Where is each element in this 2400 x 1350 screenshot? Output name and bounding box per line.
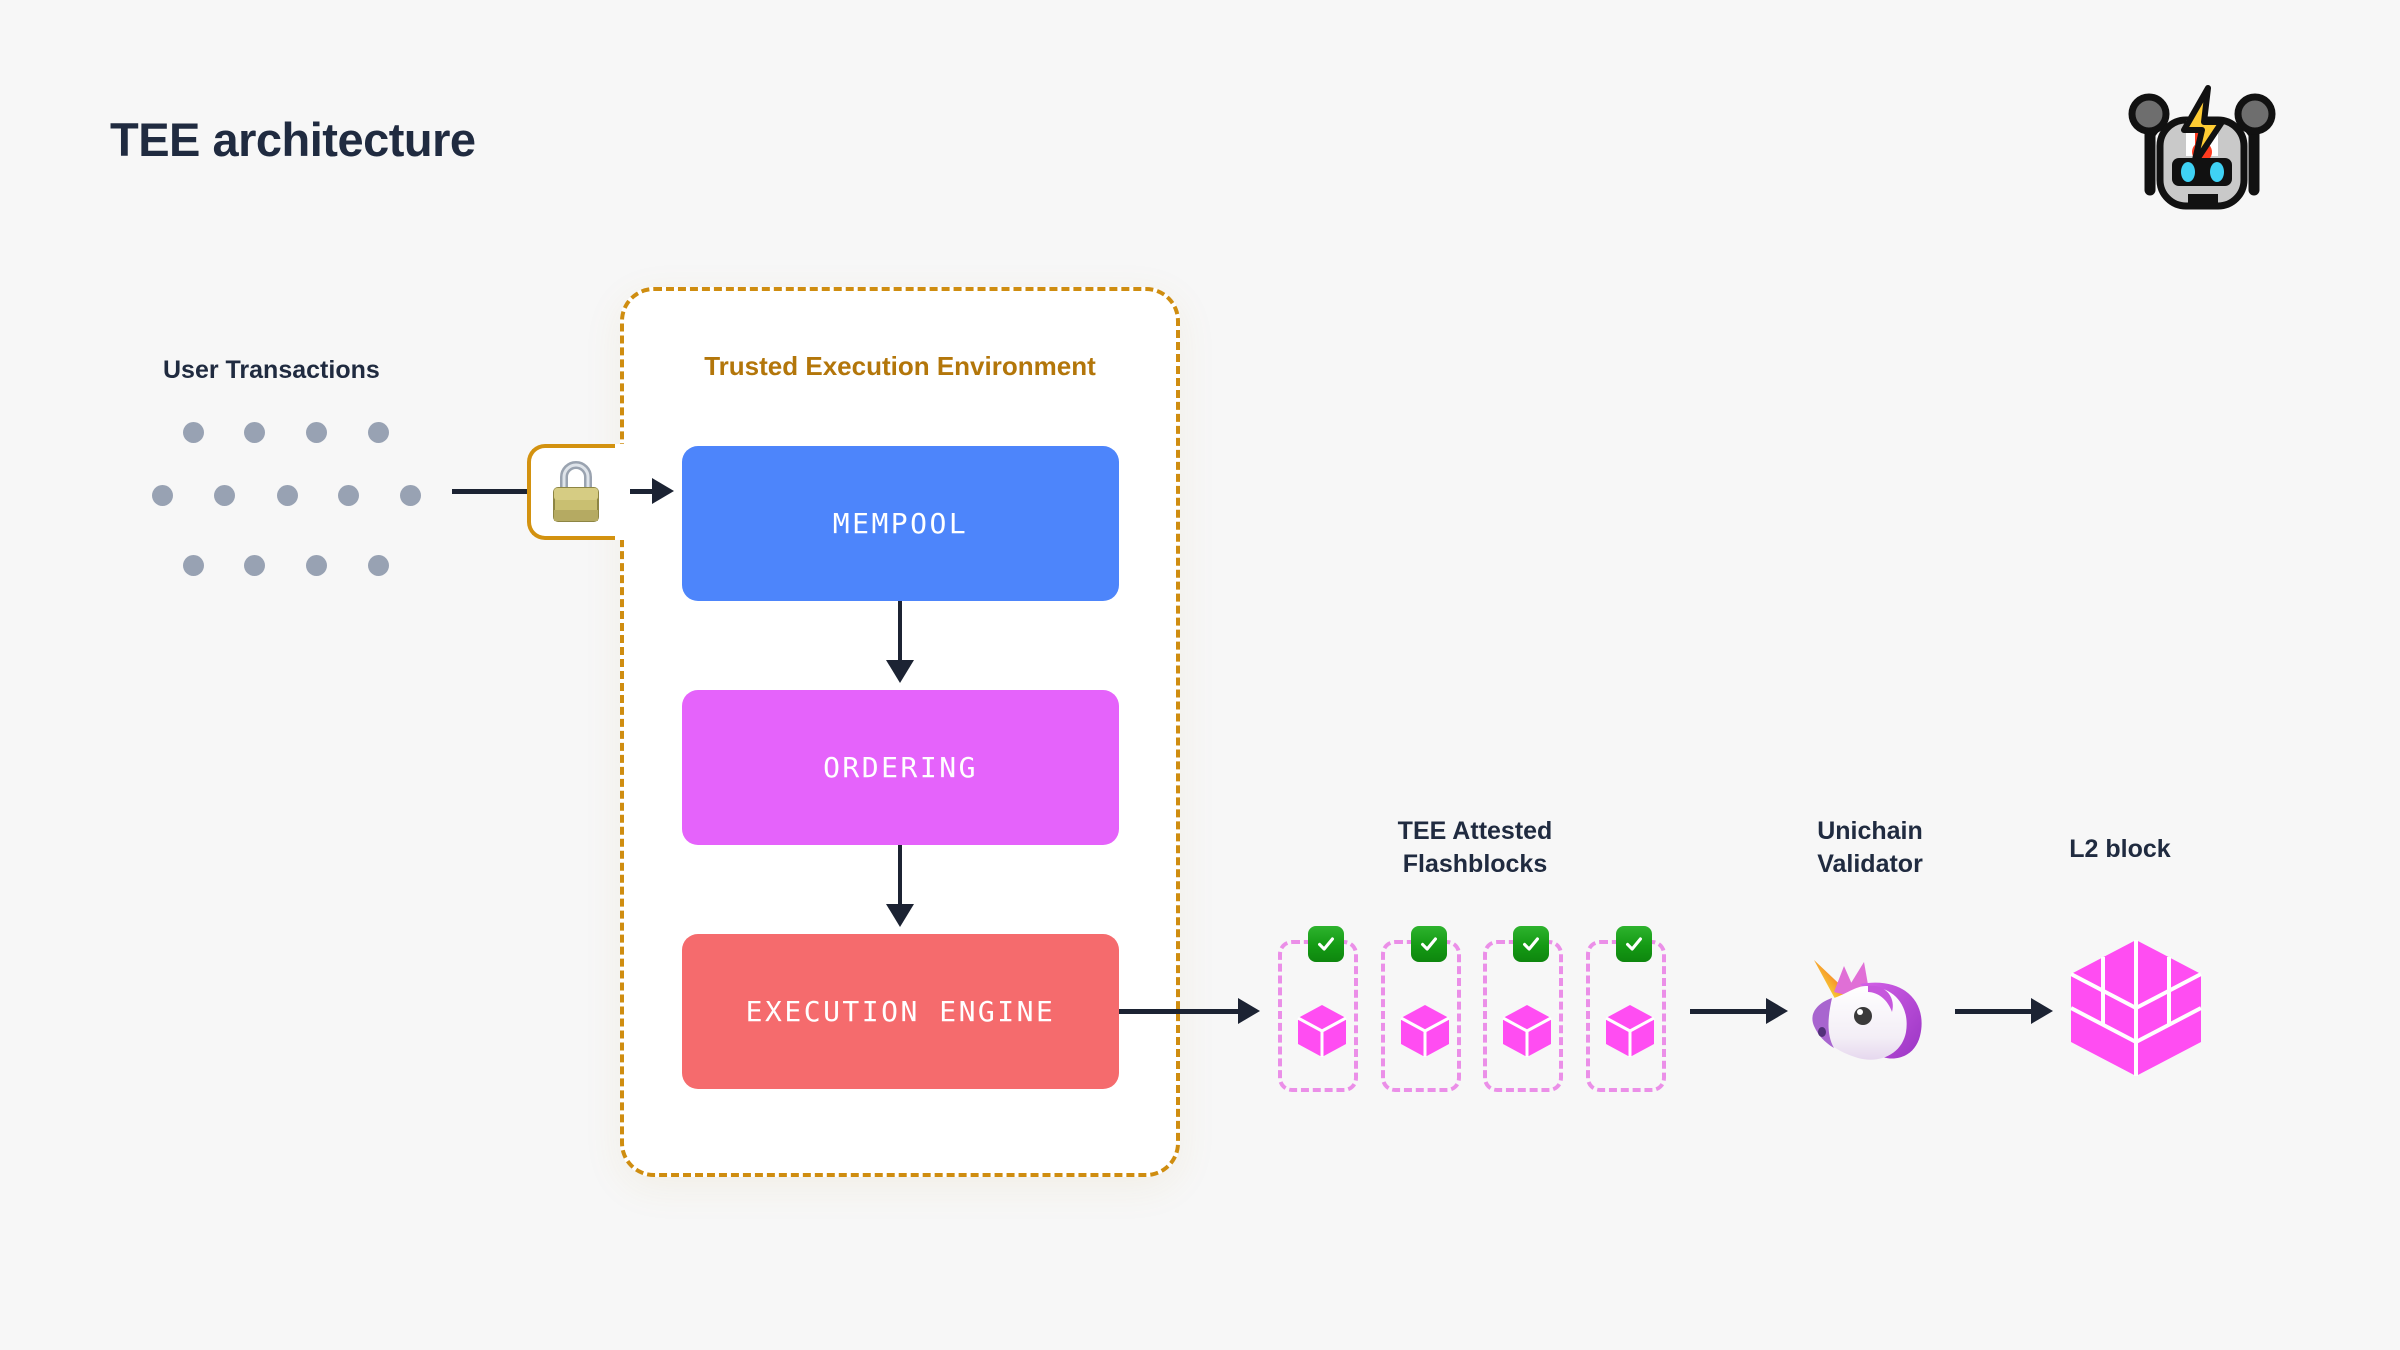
flashblock-item[interactable] bbox=[1586, 926, 1666, 1092]
validator-label-line2: Validator bbox=[1817, 850, 1923, 878]
flashblock-cube-icon bbox=[1294, 1000, 1350, 1058]
isometric-cube-icon bbox=[2065, 938, 2207, 1078]
flashblocks-to-validator-arrowhead bbox=[1766, 998, 1788, 1024]
page-title: TEE architecture bbox=[110, 113, 476, 166]
green-check-badge-icon bbox=[1308, 926, 1344, 962]
ordering-to-execution-line bbox=[898, 845, 902, 909]
user-transactions-label: User Transactions bbox=[163, 356, 380, 384]
flashblocks-label-line1: TEE Attested bbox=[1397, 817, 1553, 845]
tee-lock-notch-cover bbox=[615, 444, 629, 540]
padlock-icon bbox=[540, 455, 612, 529]
stage-execution-engine-label: EXECUTION ENGINE bbox=[745, 995, 1056, 1028]
tee-title: Trusted Execution Environment bbox=[704, 351, 1096, 381]
stage-ordering[interactable]: ORDERING bbox=[682, 690, 1119, 845]
robot-lightning-icon bbox=[2122, 72, 2282, 212]
flashblock-item[interactable] bbox=[1381, 926, 1461, 1092]
mempool-to-ordering-line bbox=[898, 601, 902, 665]
flashblocks-label-line2: Flashblocks bbox=[1402, 850, 1548, 878]
flashblocks-label: TEE Attested Flashblocks bbox=[1330, 815, 1620, 881]
execution-to-flashblocks-line bbox=[1119, 1009, 1244, 1014]
stage-execution-engine[interactable]: EXECUTION ENGINE bbox=[682, 934, 1119, 1089]
user-transactions-dots bbox=[150, 415, 450, 595]
stage-ordering-label: ORDERING bbox=[823, 751, 978, 784]
ordering-to-execution-arrowhead bbox=[886, 904, 914, 927]
l2-block-label: L2 block bbox=[2069, 835, 2171, 863]
execution-to-flashblocks-arrowhead bbox=[1238, 998, 1260, 1024]
flashblock-cube-icon bbox=[1499, 1000, 1555, 1058]
stage-mempool[interactable]: MEMPOOL bbox=[682, 446, 1119, 601]
unicorn-icon bbox=[1800, 940, 1940, 1070]
green-check-badge-icon bbox=[1616, 926, 1652, 962]
flashblock-item[interactable] bbox=[1483, 926, 1563, 1092]
tx-to-lock-line bbox=[452, 489, 530, 494]
stage-mempool-label: MEMPOOL bbox=[832, 507, 969, 540]
flashblock-cube-icon bbox=[1602, 1000, 1658, 1058]
validator-to-l2-line bbox=[1955, 1009, 2037, 1014]
validator-label-line1: Unichain bbox=[1817, 817, 1923, 845]
green-check-badge-icon bbox=[1513, 926, 1549, 962]
lock-to-mempool-line bbox=[630, 489, 660, 494]
flashblock-item[interactable] bbox=[1278, 926, 1358, 1092]
validator-to-l2-arrowhead bbox=[2031, 998, 2053, 1024]
validator-label: Unichain Validator bbox=[1755, 815, 1985, 881]
flashblocks-row bbox=[1278, 926, 1668, 1100]
flashblocks-to-validator-line bbox=[1690, 1009, 1772, 1014]
flashblock-cube-icon bbox=[1397, 1000, 1453, 1058]
green-check-badge-icon bbox=[1411, 926, 1447, 962]
mempool-to-ordering-arrowhead bbox=[886, 660, 914, 683]
lock-to-mempool-arrowhead bbox=[652, 478, 674, 504]
